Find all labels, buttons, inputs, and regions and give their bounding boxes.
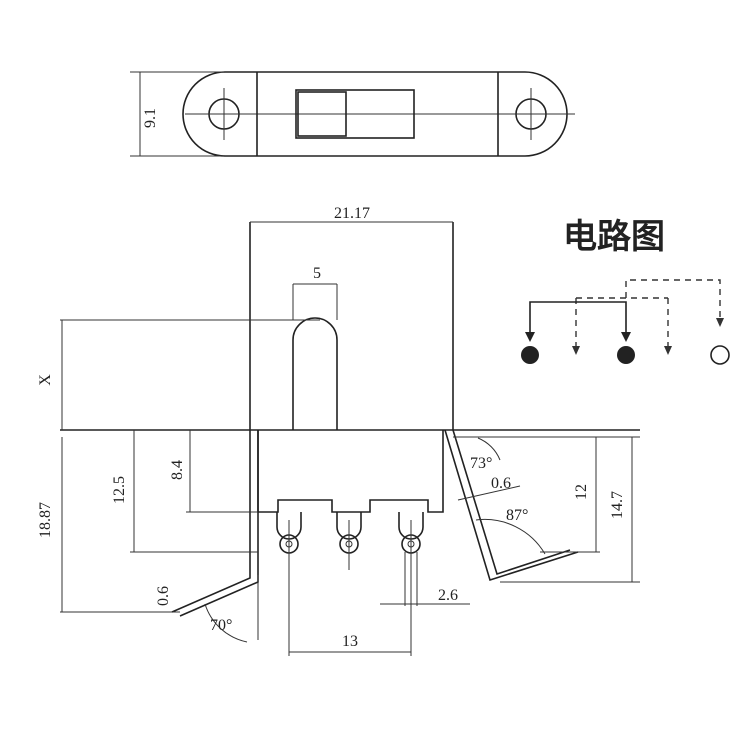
dim-12-5-label: 12.5 [111,476,128,504]
dim-8-4-label: 8.4 [169,460,186,480]
circuit-dashed-top [625,279,721,318]
front-view: 21.17 5 X 70° 0.6 73° [37,205,640,656]
angle-70-label: 70° [210,617,232,634]
top-actuator [297,91,347,137]
actuator-knob [292,317,338,430]
arrow-dashed-1 [572,346,580,355]
dim-5-label: 5 [313,265,321,282]
dim-2-6-label: 2.6 [438,587,458,604]
angle-87-arc [475,518,546,555]
top-slot [295,89,415,139]
dim-18-87-label: 18.87 [37,502,54,538]
dim-0-6-right-label: 0.6 [491,475,511,492]
angle-70-arc [204,603,248,643]
dim-0-6-left-label: 0.6 [155,586,172,606]
dim-13-label: 13 [342,633,358,650]
angle-87-label: 87° [506,507,528,524]
dim-21-17-label: 21.17 [334,205,370,222]
arrow-solid-1 [525,332,535,342]
circuit-title: 电路图 [563,217,665,257]
top-view-outline [182,71,568,157]
dim-14-7-label: 14.7 [609,491,626,519]
arrow-dashed-2 [664,346,672,355]
circuit-diagram: 电路图 [521,217,730,365]
terminal-filled-2 [617,346,635,364]
dim-12-label: 12 [573,484,590,500]
angle-73-label: 73° [470,455,492,472]
dim-9-1-label: 9.1 [142,108,159,128]
terminal-open [710,345,730,365]
top-view: 9.1 [130,71,575,157]
arrow-solid-2 [621,332,631,342]
angle-73-arc [477,437,501,461]
dim-x-label: X [37,374,54,386]
lower-body [257,430,444,513]
dim-0-6-right-leader [457,485,521,501]
terminal-filled-1 [521,346,539,364]
left-bracket [171,430,259,617]
circuit-solid-path [529,301,627,332]
right-bracket [444,429,579,582]
arrow-dashed-3 [716,318,724,327]
